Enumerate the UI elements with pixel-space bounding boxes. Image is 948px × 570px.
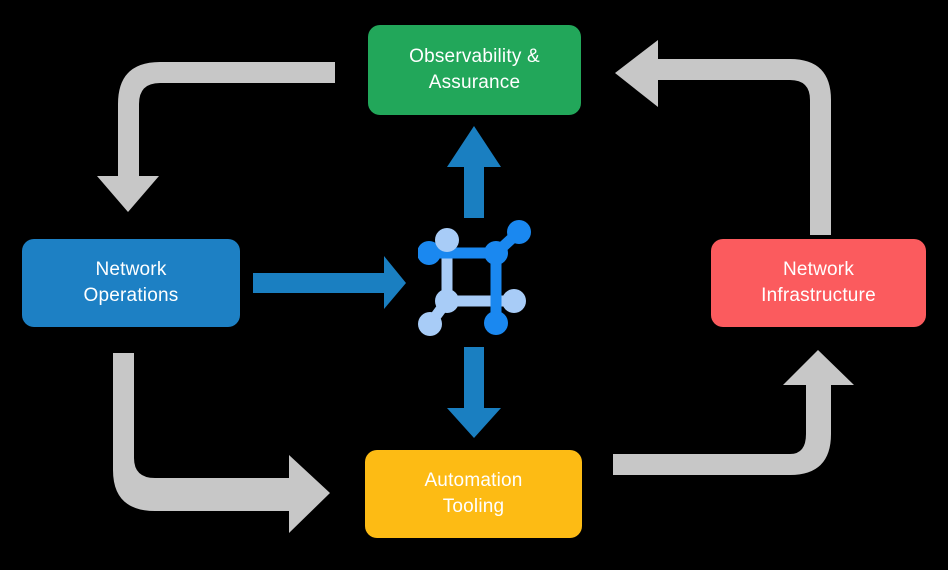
node-automation-label: Automation Tooling [424, 470, 523, 517]
connector-observability-to-operations [97, 62, 335, 212]
node-operations-label: Network Operations [83, 259, 179, 306]
node-infrastructure-label: Network Infrastructure [761, 259, 876, 306]
connector-automation-to-infrastructure [613, 350, 854, 475]
connector-operations-to-center [253, 256, 406, 309]
connector-center-to-automation [447, 347, 501, 438]
node-observability-label: Observability & Assurance [409, 46, 540, 93]
node-network-operations[interactable]: Network Operations [22, 239, 240, 327]
node-automation-tooling[interactable]: Automation Tooling [365, 450, 582, 538]
node-observability-assurance[interactable]: Observability & Assurance [368, 25, 581, 115]
node-network-infrastructure[interactable]: Network Infrastructure [711, 239, 926, 327]
network-topology-icon [418, 220, 531, 336]
connector-center-to-observability [447, 126, 501, 218]
topology-nodes [418, 220, 531, 336]
connector-infrastructure-to-observability [615, 40, 831, 235]
connector-operations-to-automation [113, 353, 330, 533]
